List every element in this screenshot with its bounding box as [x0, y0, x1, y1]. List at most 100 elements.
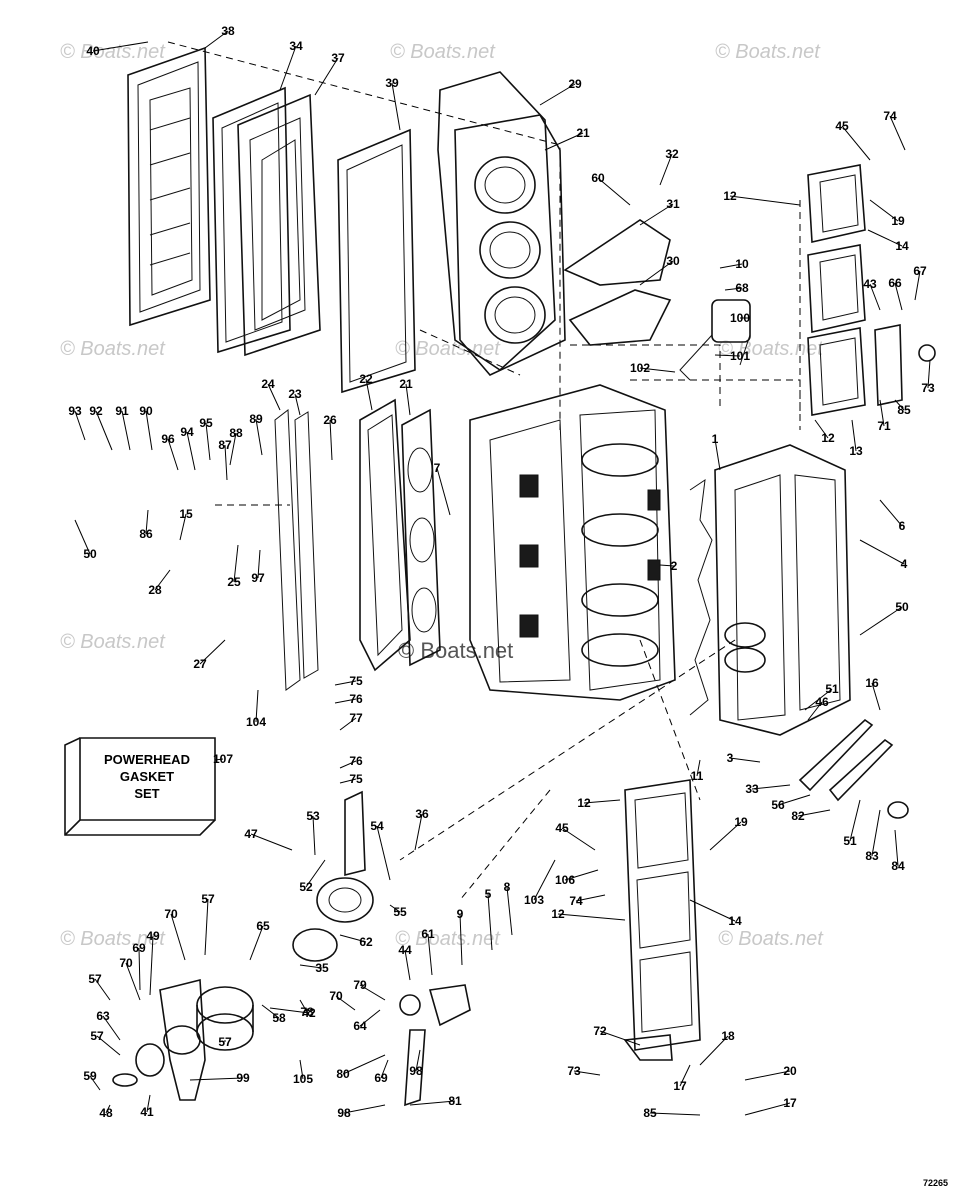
part-callout-102[interactable]: 102 [630, 361, 650, 375]
part-callout-73[interactable]: 73 [921, 381, 935, 395]
part-callout-72[interactable]: 72 [593, 1024, 607, 1038]
part-callout-82[interactable]: 82 [791, 809, 805, 823]
part-callout-106[interactable]: 106 [555, 873, 575, 887]
part-callout-87[interactable]: 87 [218, 438, 232, 452]
part-callout-76[interactable]: 76 [349, 754, 363, 768]
part-callout-92[interactable]: 92 [89, 404, 103, 418]
part-callout-50[interactable]: 50 [895, 600, 909, 614]
part-callout-51[interactable]: 51 [825, 682, 839, 696]
part-callout-70[interactable]: 70 [119, 956, 133, 970]
part-callout-99[interactable]: 99 [236, 1071, 250, 1085]
part-callout-34[interactable]: 34 [289, 39, 303, 53]
part-callout-57[interactable]: 57 [88, 972, 102, 986]
part-callout-57[interactable]: 57 [90, 1029, 104, 1043]
part-callout-64[interactable]: 64 [353, 1019, 367, 1033]
part-callout-20[interactable]: 20 [783, 1064, 797, 1078]
part-callout-16[interactable]: 16 [865, 676, 879, 690]
part-callout-44[interactable]: 44 [398, 943, 412, 957]
part-callout-79[interactable]: 79 [353, 978, 367, 992]
part-callout-69[interactable]: 69 [132, 941, 146, 955]
part-callout-4[interactable]: 4 [901, 557, 908, 571]
part-callout-74[interactable]: 74 [569, 894, 583, 908]
part-callout-8[interactable]: 8 [504, 880, 511, 894]
part-callout-65[interactable]: 65 [256, 919, 270, 933]
part-callout-61[interactable]: 61 [421, 927, 435, 941]
part-callout-48[interactable]: 48 [99, 1106, 113, 1120]
part-callout-7[interactable]: 7 [434, 461, 441, 475]
part-callout-32[interactable]: 32 [665, 147, 679, 161]
part-callout-90[interactable]: 90 [139, 404, 153, 418]
part-callout-74[interactable]: 74 [883, 109, 897, 123]
part-callout-54[interactable]: 54 [370, 819, 384, 833]
part-callout-47[interactable]: 47 [244, 827, 258, 841]
part-callout-17[interactable]: 17 [783, 1096, 797, 1110]
part-callout-10[interactable]: 10 [735, 257, 749, 271]
part-callout-80[interactable]: 80 [336, 1067, 350, 1081]
part-callout-94[interactable]: 94 [180, 425, 194, 439]
part-callout-85[interactable]: 85 [643, 1106, 657, 1120]
part-callout-69[interactable]: 69 [374, 1071, 388, 1085]
part-callout-43[interactable]: 43 [863, 277, 877, 291]
part-callout-12[interactable]: 12 [723, 189, 737, 203]
part-callout-17[interactable]: 17 [673, 1079, 687, 1093]
part-callout-19[interactable]: 19 [734, 815, 748, 829]
part-callout-21[interactable]: 21 [576, 126, 590, 140]
part-callout-12[interactable]: 12 [577, 796, 591, 810]
part-callout-39[interactable]: 39 [385, 76, 399, 90]
part-callout-81[interactable]: 81 [448, 1094, 462, 1108]
part-callout-50[interactable]: 50 [83, 547, 97, 561]
part-callout-31[interactable]: 31 [666, 197, 680, 211]
part-callout-33[interactable]: 33 [745, 782, 759, 796]
part-callout-83[interactable]: 83 [865, 849, 879, 863]
part-callout-49[interactable]: 49 [146, 929, 160, 943]
part-callout-60[interactable]: 60 [591, 171, 605, 185]
part-callout-73[interactable]: 73 [567, 1064, 581, 1078]
part-callout-36[interactable]: 36 [415, 807, 429, 821]
part-callout-75[interactable]: 75 [349, 674, 363, 688]
part-callout-85[interactable]: 85 [897, 403, 911, 417]
part-callout-30[interactable]: 30 [666, 254, 680, 268]
part-callout-45[interactable]: 45 [835, 119, 849, 133]
part-callout-46[interactable]: 46 [815, 695, 829, 709]
part-callout-95[interactable]: 95 [199, 416, 213, 430]
part-callout-6[interactable]: 6 [899, 519, 906, 533]
part-callout-70[interactable]: 70 [329, 989, 343, 1003]
part-callout-3[interactable]: 3 [727, 751, 734, 765]
part-callout-41[interactable]: 41 [140, 1105, 154, 1119]
part-callout-62[interactable]: 62 [359, 935, 373, 949]
part-callout-14[interactable]: 14 [895, 239, 909, 253]
part-callout-37[interactable]: 37 [331, 51, 345, 65]
part-callout-96[interactable]: 96 [161, 432, 175, 446]
part-callout-67[interactable]: 67 [913, 264, 927, 278]
part-callout-57[interactable]: 57 [218, 1035, 232, 1049]
part-callout-75[interactable]: 75 [349, 772, 363, 786]
part-callout-1[interactable]: 1 [712, 432, 719, 446]
part-callout-100[interactable]: 100 [730, 311, 750, 325]
part-callout-35[interactable]: 35 [315, 961, 329, 975]
part-callout-77[interactable]: 77 [349, 711, 363, 725]
part-callout-98[interactable]: 98 [337, 1106, 351, 1120]
part-callout-89[interactable]: 89 [249, 412, 263, 426]
part-callout-18[interactable]: 18 [721, 1029, 735, 1043]
part-callout-38[interactable]: 38 [221, 24, 235, 38]
part-callout-91[interactable]: 91 [115, 404, 129, 418]
part-callout-19[interactable]: 19 [891, 214, 905, 228]
part-callout-53[interactable]: 53 [306, 809, 320, 823]
part-callout-68[interactable]: 68 [735, 281, 749, 295]
part-callout-5[interactable]: 5 [485, 887, 492, 901]
part-callout-78[interactable]: 78 [300, 1005, 314, 1019]
part-callout-26[interactable]: 26 [323, 413, 337, 427]
part-callout-105[interactable]: 105 [293, 1072, 313, 1086]
part-callout-29[interactable]: 29 [568, 77, 582, 91]
part-callout-2[interactable]: 2 [671, 559, 678, 573]
part-callout-27[interactable]: 27 [193, 657, 207, 671]
part-callout-56[interactable]: 56 [771, 798, 785, 812]
part-callout-9[interactable]: 9 [457, 907, 464, 921]
part-callout-66[interactable]: 66 [888, 276, 902, 290]
part-callout-103[interactable]: 103 [524, 893, 544, 907]
part-callout-25[interactable]: 25 [227, 575, 241, 589]
part-callout-63[interactable]: 63 [96, 1009, 110, 1023]
part-callout-11[interactable]: 11 [691, 769, 704, 783]
part-callout-104[interactable]: 104 [246, 715, 266, 729]
part-callout-40[interactable]: 40 [86, 44, 100, 58]
